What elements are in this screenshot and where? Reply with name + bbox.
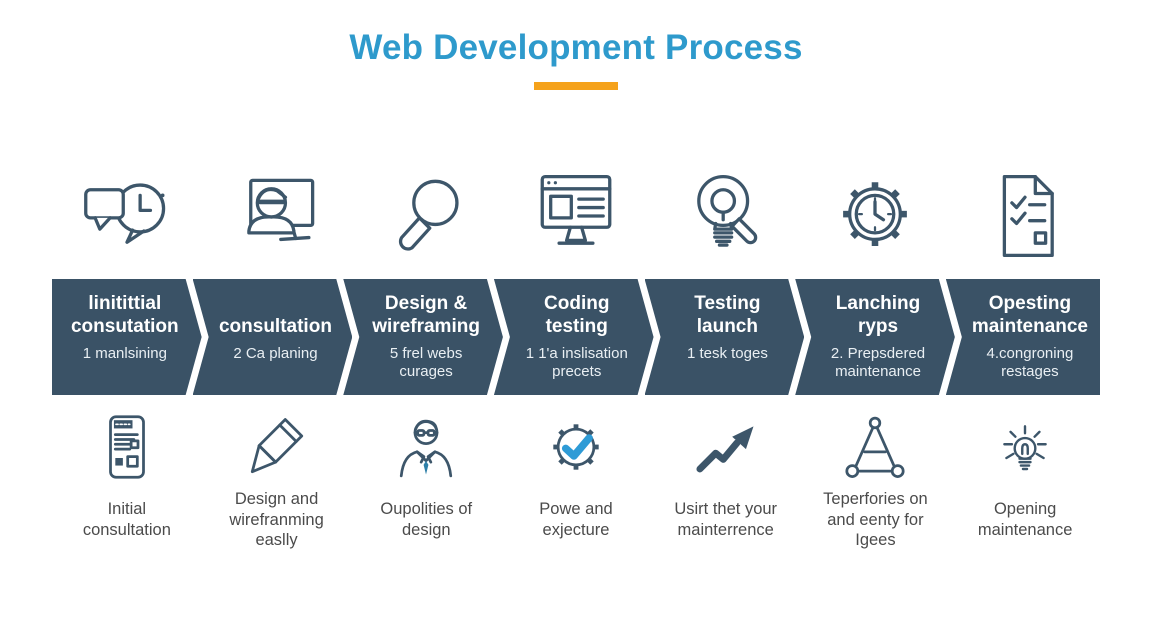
bottom-label: Teperfories on and eenty for Igees	[823, 490, 928, 550]
top-icon-row	[52, 170, 1100, 262]
step-title: Lanching ryps	[835, 293, 921, 337]
magnifier-icon	[399, 179, 459, 251]
form-document-icon	[108, 415, 145, 479]
top-icon-cell	[52, 170, 202, 262]
top-icon-cell	[351, 170, 501, 262]
bottom-icon-cell	[801, 413, 951, 481]
step-subtitle: 1 manlsining	[82, 345, 167, 362]
bottom-label: Powe and exjecture	[539, 500, 613, 539]
bulb-magnifier-icon	[696, 174, 757, 247]
bottom-label-row: Initial consultation Design and wirefran…	[52, 489, 1100, 551]
checklist-document-icon	[1002, 174, 1054, 258]
top-icon-cell	[501, 170, 651, 262]
top-icon-cell	[651, 170, 801, 262]
process-band: linitittial consutation 1 manlsining con…	[52, 279, 1100, 395]
process-step-3: Design & wireframing 5 frel webs curages	[343, 279, 503, 395]
bottom-icon-cell	[202, 413, 352, 481]
chat-clock-icon	[83, 183, 166, 244]
bulb-rays-icon	[1003, 425, 1047, 471]
triangle-network-icon	[845, 416, 905, 478]
step-subtitle: 2. Prepsdered maintenance	[830, 345, 926, 380]
step-subtitle: 2 Ca planing	[233, 345, 318, 362]
gear-clock-icon	[843, 182, 908, 246]
bottom-label: Design and wirefranming easlly	[229, 490, 324, 550]
bottom-label: Opening maintenance	[977, 500, 1073, 539]
bottom-icon-row	[52, 413, 1100, 481]
process-step-7: Opesting maintenance 4.congroning restag…	[945, 279, 1100, 395]
step-subtitle: 4.congroning restages	[986, 345, 1074, 380]
step-title: Opesting maintenance	[971, 293, 1088, 337]
step-title: Design & wireframing	[372, 293, 480, 337]
process-step-5: Testing launch 1 tesk toges	[645, 279, 805, 395]
header: Web Development Process	[0, 0, 1152, 90]
process-step-4: Coding testing 1 1'a inslisation precets	[494, 279, 654, 395]
pencil-icon	[250, 418, 303, 474]
bottom-icon-cell	[52, 413, 202, 481]
step-subtitle: 1 1'a inslisation precets	[525, 345, 628, 380]
process-step-1: linitittial consutation 1 manlsining	[52, 279, 202, 395]
businessman-icon	[400, 419, 453, 478]
growth-arrow-icon	[696, 426, 754, 473]
top-icon-cell	[950, 170, 1100, 262]
bottom-label: Oupolities of design	[380, 500, 473, 539]
gear-check-icon	[553, 424, 599, 470]
bottom-icon-cell	[651, 413, 801, 481]
step-title: Testing launch	[694, 293, 761, 337]
bottom-label: Usirt thet your mainterrence	[674, 500, 778, 539]
step-title: consultation	[218, 315, 332, 337]
step-subtitle: 5 frel webs curages	[389, 345, 463, 380]
top-icon-cell	[801, 170, 951, 262]
wireframe-browser-icon	[540, 174, 612, 245]
top-icon-cell	[202, 170, 352, 262]
title-underline	[534, 82, 618, 90]
process-step-2: consultation 2 Ca planing	[193, 279, 353, 395]
step-title: Coding testing	[544, 293, 610, 337]
step-title: linitittial consutation	[70, 293, 179, 337]
bottom-icon-cell	[501, 413, 651, 481]
bottom-icon-cell	[950, 413, 1100, 481]
bottom-icon-cell	[351, 413, 501, 481]
page-title: Web Development Process	[349, 28, 803, 67]
bottom-label: Initial consultation	[82, 500, 171, 539]
developer-monitor-icon	[246, 178, 314, 242]
step-subtitle: 1 tesk toges	[686, 345, 768, 362]
process-step-6: Lanching ryps 2. Prepsdered maintenance	[795, 279, 955, 395]
